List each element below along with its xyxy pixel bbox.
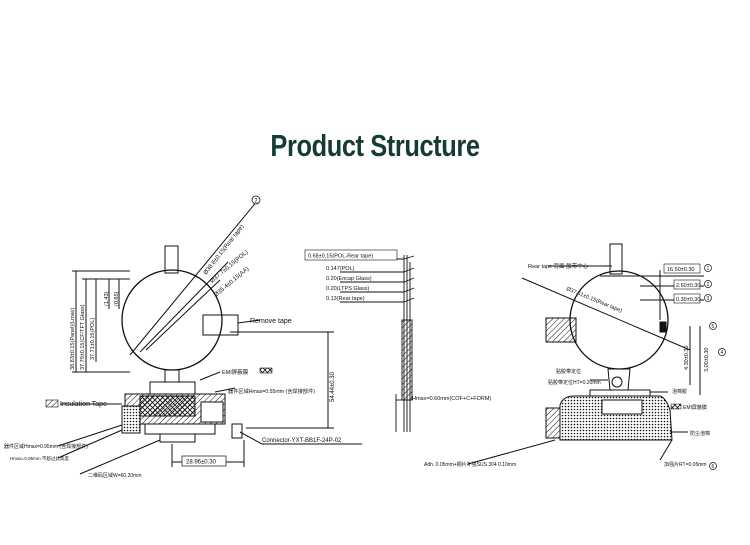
note-5-label: 加强片RT=0.05mm <box>664 461 707 468</box>
layer-label: 0.147(POL) <box>326 266 355 272</box>
dim-panel-label: 37.79±0.15(CF/TFT Glass) <box>80 304 86 370</box>
dim-3-label: 0.30±0.30 <box>676 297 700 303</box>
fpc-width-label: 二维码区域W=60.20mm <box>88 472 141 479</box>
note-2-label: 贴胶带定位HT=0.20mm <box>548 379 601 386</box>
layer-label: 0.68±0.15(POL-Rear tape) <box>308 254 373 260</box>
right-callout-numbers: 1 2 3 4 5 6 <box>704 264 726 470</box>
emi-label-left: EMI屏蔽膜 <box>222 368 249 376</box>
note-1-label: 贴胶带定位 <box>556 368 581 375</box>
note-4-label: 防尘泡棉 <box>690 430 710 437</box>
page-title: Product Structure <box>270 128 480 163</box>
insulation-tape-label: Insulation Tape <box>60 401 107 408</box>
layer-label: 0.20(Encap Glass) <box>326 276 372 282</box>
dim-bottom-box: 28.96±0.30 <box>181 455 227 467</box>
middle-layer-labels: 0.68±0.15(POL-Rear tape) 0.147(POL) 0.20… <box>304 249 491 402</box>
adh-label: Adh. 0.05mm+钢片补强SUS 304 0.10mm <box>424 461 516 468</box>
dim-small-2-label: (0.85) <box>114 291 120 306</box>
component-note-label: Hmax=0.95mm 不超过此高度 <box>10 455 69 462</box>
dim-5-label: 3.00±0.30 <box>704 348 710 372</box>
note-3-label: 泡棉胶 <box>672 388 687 395</box>
component-hmax-label: 器件区域Hmax=0.95mm (含焊接部件) <box>4 443 88 450</box>
connector-label: Connector-YXT-BB1F-24P-02 <box>262 438 342 444</box>
callout-number: 6 <box>712 464 715 470</box>
left-circle-marker: 2 <box>251 195 261 205</box>
callout-number: 5 <box>712 324 715 330</box>
emi-label-right: EMI屏蔽膜 <box>683 404 707 411</box>
dim-2-label: 2.60±0.30 <box>676 283 700 289</box>
layer-label: 0.13(Rear tape) <box>326 296 365 302</box>
layer-label: 0.20(LTPS Glass) <box>326 286 369 292</box>
callout-number: 1 <box>707 266 710 272</box>
device-thickness-label: 器件区域Hmax=0.55mm (含焊接部件) <box>228 387 315 395</box>
svg-text:2: 2 <box>254 199 258 205</box>
dim-height-label: 38.83±0.15(Panel)(Lmax) <box>70 308 76 370</box>
hmax-label: Hmax=0.60mm(COF+C+FORM) <box>412 396 491 402</box>
remove-tape-label: Remove tape <box>250 318 292 325</box>
dim-1-label: 16.50±0.30 <box>667 267 695 273</box>
dim-4-label: 4.30±0.30 <box>684 346 690 370</box>
callout-number: 3 <box>707 296 710 302</box>
dim-pol-label: 37.71±0.15(POL) <box>90 318 96 360</box>
svg-text:28.96±0.30: 28.96±0.30 <box>186 460 217 466</box>
rear-tape-label: Rear tape 背面 胶带中心 <box>528 262 589 270</box>
left-front-view <box>57 199 362 475</box>
middle-side-view <box>305 255 415 432</box>
dim-small-1-label: (1.43) <box>104 291 110 306</box>
right-rear-view <box>467 243 704 465</box>
callout-number: 4 <box>721 350 724 356</box>
callout-number: 2 <box>707 282 710 288</box>
dim-right-label: 54.44±0.30 <box>330 371 336 402</box>
